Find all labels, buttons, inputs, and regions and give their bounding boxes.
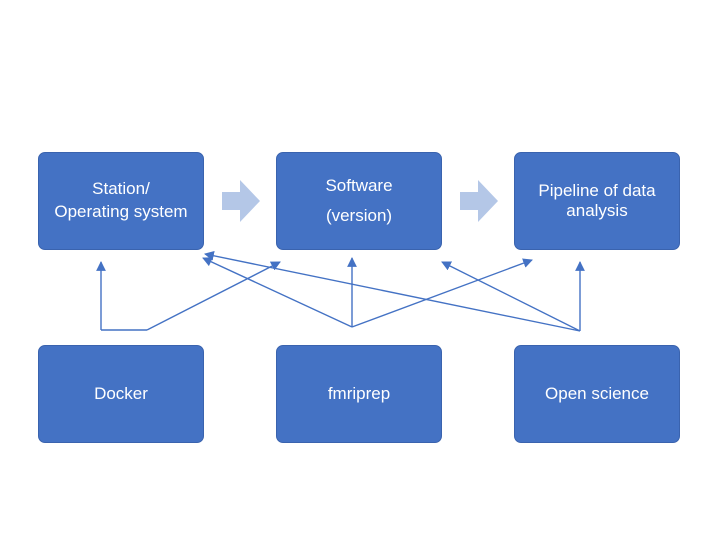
connector-openscience-software [441, 261, 581, 332]
box-software-version: Software (version) [276, 152, 442, 250]
box-open-science-label: Open science [545, 383, 649, 403]
box-pipeline-data-analysis: Pipeline of data analysis [514, 152, 680, 250]
box-open-science: Open science [514, 345, 680, 443]
box-station-operating-system: Station/ Operating system [38, 152, 204, 250]
box-station-label: Station/ Operating system [54, 179, 188, 221]
box-fmriprep: fmriprep [276, 345, 442, 443]
box-software-label: Software (version) [325, 176, 393, 225]
box-docker: Docker [38, 345, 204, 443]
connector-docker-software [146, 261, 281, 331]
block-arrow-2 [460, 180, 498, 222]
box-fmriprep-label: fmriprep [327, 383, 391, 403]
connector-openscience-station [204, 250, 581, 332]
box-pipeline-label: Pipeline of data analysis [538, 181, 656, 220]
connector-fmriprep-pipeline [351, 258, 533, 328]
box-docker-label: Docker [94, 383, 148, 403]
connector-fmriprep-station [202, 257, 353, 328]
block-arrow-1 [222, 180, 260, 222]
